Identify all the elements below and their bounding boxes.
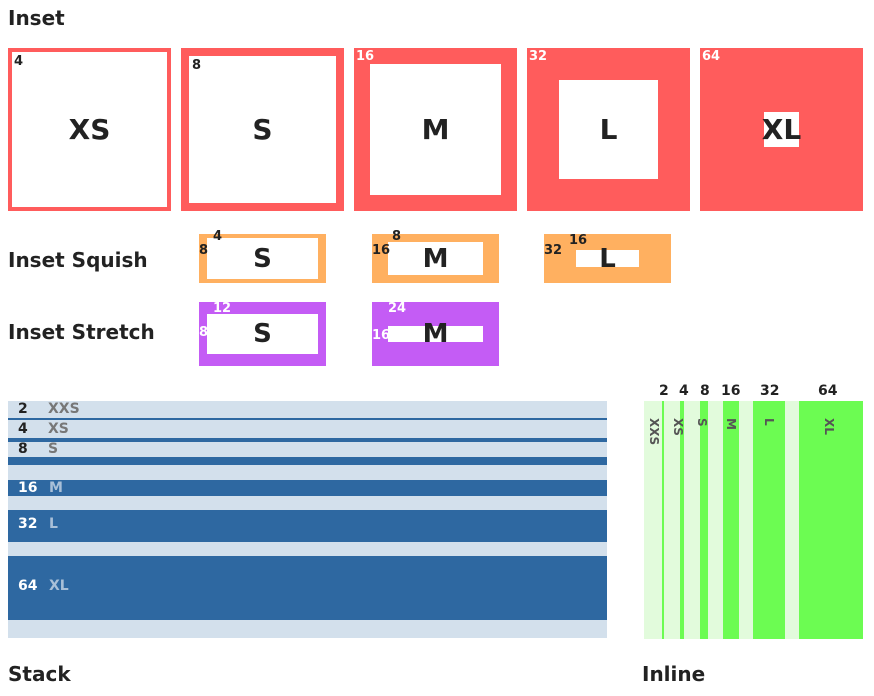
inset-heading: Inset xyxy=(8,6,65,30)
stack-name-s: S xyxy=(48,441,59,457)
inline-num-xl: 64 xyxy=(818,383,838,399)
stack-bar-xl xyxy=(8,556,607,620)
stack-heading: Stack xyxy=(8,662,71,686)
stretch-side-m: 16 xyxy=(372,328,391,343)
squish-side-l: 32 xyxy=(544,243,563,258)
inline-name-xxs: XXS xyxy=(647,418,661,446)
squish-content-m: M xyxy=(388,242,483,275)
stack-name-m: M xyxy=(49,480,63,496)
squish-content-l: L xyxy=(576,244,639,274)
inset-squish-heading: Inset Squish xyxy=(8,248,148,272)
stretch-content-m: M xyxy=(388,319,483,349)
squish-top-m: 8 xyxy=(392,229,402,244)
stack-name-xxs: XXS xyxy=(48,401,80,417)
stretch-side-s: 8 xyxy=(199,325,209,340)
inline-bar-s xyxy=(700,401,708,639)
inset-content-m: M xyxy=(370,64,501,195)
inline-heading: Inline xyxy=(642,662,706,686)
inset-pad-xs: 4 xyxy=(14,54,24,69)
stack-bar-m xyxy=(8,480,607,496)
inset-pad-l: 32 xyxy=(529,49,548,64)
inline-bar-xxs xyxy=(662,401,664,639)
inline-num-xs: 4 xyxy=(679,383,689,399)
inset-content-xs: XS xyxy=(12,52,167,207)
stack-num-m: 16 xyxy=(18,480,38,496)
inline-name-s: S xyxy=(695,418,709,427)
stack-name-xs: XS xyxy=(48,421,69,437)
squish-box-l: L 16 32 xyxy=(544,234,671,283)
inline-bar-xl xyxy=(799,401,863,639)
stack-num-l: 32 xyxy=(18,516,38,532)
inline-bar-m xyxy=(723,401,739,639)
stretch-top-m: 24 xyxy=(388,301,407,316)
inset-content-l: L xyxy=(559,80,658,179)
inset-box-l: L 32 xyxy=(527,48,690,211)
inline-name-l: L xyxy=(762,418,776,426)
inset-content-xl: XL xyxy=(761,112,802,147)
inset-box-m: M 16 xyxy=(354,48,517,211)
stretch-box-m: M 24 16 xyxy=(372,302,499,366)
stretch-box-s: S 12 8 xyxy=(199,302,326,366)
inline-num-xxs: 2 xyxy=(659,383,669,399)
inline-bar-xs xyxy=(680,401,684,639)
stack-num-xs: 4 xyxy=(18,421,28,437)
stack-num-xxs: 2 xyxy=(18,401,28,417)
stack-bar-xxs xyxy=(8,418,607,420)
inset-pad-m: 16 xyxy=(356,49,375,64)
stack-bar-l xyxy=(8,510,607,542)
inline-bar-l xyxy=(753,401,785,639)
squish-box-s: S 4 8 xyxy=(199,230,326,283)
inset-box-s: S 8 xyxy=(181,48,344,211)
inline-num-l: 32 xyxy=(760,383,780,399)
inset-pad-xl: 64 xyxy=(702,49,721,64)
inset-content-s: S xyxy=(189,56,336,203)
inline-name-xl: XL xyxy=(822,418,836,435)
inset-box-xs: XS 4 xyxy=(8,48,171,211)
stack-name-l: L xyxy=(49,516,58,532)
stack-bar-xs xyxy=(8,438,607,442)
stretch-top-s: 12 xyxy=(213,301,232,316)
inline-name-m: M xyxy=(724,418,738,430)
stack-name-xl: XL xyxy=(49,578,69,594)
squish-top-l: 16 xyxy=(569,233,588,248)
inset-stretch-heading: Inset Stretch xyxy=(8,320,155,344)
inline-num-m: 16 xyxy=(721,383,741,399)
inset-pad-s: 8 xyxy=(192,58,202,73)
stack-num-s: 8 xyxy=(18,441,28,457)
stretch-content-s: S xyxy=(207,314,318,354)
squish-top-s: 4 xyxy=(213,229,223,244)
inline-num-s: 8 xyxy=(700,383,710,399)
squish-side-m: 16 xyxy=(372,243,391,258)
stack-num-xl: 64 xyxy=(18,578,38,594)
squish-side-s: 8 xyxy=(199,243,209,258)
stack-bar-s xyxy=(8,457,607,465)
squish-content-s: S xyxy=(207,238,318,279)
inset-box-xl: XL 64 xyxy=(700,48,863,211)
squish-box-m: M 8 16 xyxy=(372,230,499,283)
inline-name-xs: XS xyxy=(671,418,685,436)
